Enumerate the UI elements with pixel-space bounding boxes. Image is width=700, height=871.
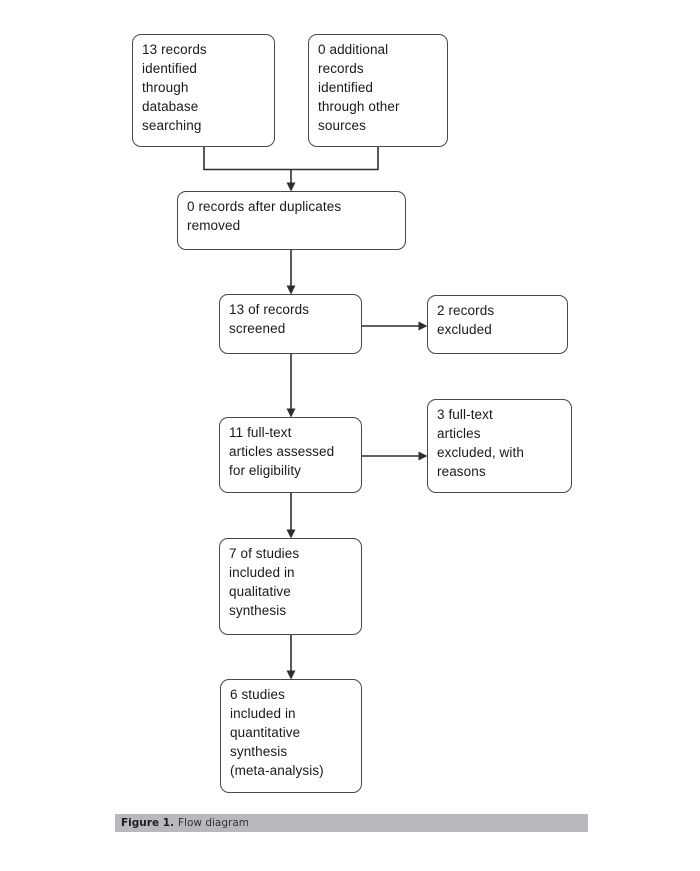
- node-label: 13 records identified through database s…: [142, 42, 207, 133]
- node-label: 6 studies included in quantitative synth…: [230, 687, 324, 778]
- node-label: 13 of records screened: [229, 302, 310, 336]
- figure-caption-bar: Figure 1.Flow diagram: [115, 814, 588, 832]
- edge-merge-lines: [203, 147, 379, 171]
- figure-caption-label: Figure 1.: [121, 817, 175, 829]
- node-records-after-duplicates-removed: 0 records after duplicates removed: [177, 191, 406, 250]
- node-label: 0 additional records identified through …: [318, 42, 400, 133]
- node-records-excluded: 2 records excluded: [427, 295, 568, 354]
- node-qualitative-synthesis: 7 of studies included in qualitative syn…: [219, 538, 362, 635]
- node-fulltext-excluded: 3 full-text articles excluded, with reas…: [427, 399, 572, 493]
- node-label: 2 records excluded: [437, 303, 495, 337]
- node-label: 7 of studies included in qualitative syn…: [229, 546, 300, 618]
- node-label: 11 full-text articles assessed for eligi…: [229, 425, 335, 478]
- node-quantitative-synthesis: 6 studies included in quantitative synth…: [220, 679, 362, 793]
- node-records-identified-database: 13 records identified through database s…: [132, 34, 275, 147]
- node-label: 0 records after duplicates removed: [187, 199, 342, 233]
- node-additional-records-other-sources: 0 additional records identified through …: [308, 34, 448, 147]
- node-label: 3 full-text articles excluded, with reas…: [437, 407, 524, 479]
- figure-caption-text: Flow diagram: [178, 817, 249, 829]
- node-records-screened: 13 of records screened: [219, 294, 362, 354]
- node-fulltext-assessed: 11 full-text articles assessed for eligi…: [219, 417, 362, 493]
